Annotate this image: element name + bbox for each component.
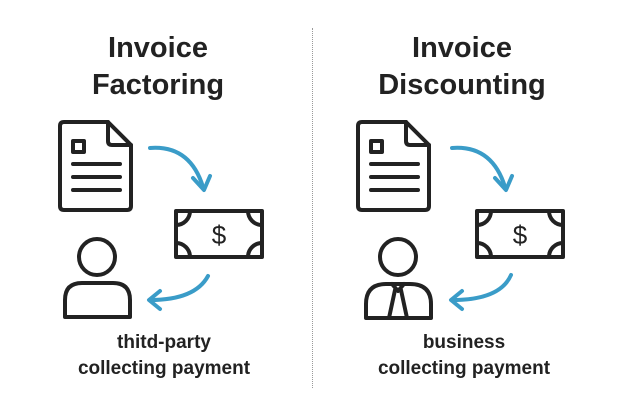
dollar-sign: $ (212, 220, 227, 250)
caption-line: collecting payment (77, 358, 251, 379)
caption-line: business (422, 332, 506, 353)
arrow-left-icon (147, 274, 210, 311)
dollar-sign: $ (513, 220, 528, 250)
arrow-right-icon (148, 145, 212, 192)
businessperson-icon (364, 237, 433, 320)
caption-line: thitd-party (117, 332, 211, 353)
title-line: Invoice (108, 32, 208, 64)
panel-title: Invoice Discounting (312, 30, 612, 104)
document-icon (356, 120, 431, 212)
arrow-right-icon (450, 145, 514, 192)
panel-caption: business collecting payment (314, 330, 614, 382)
divider (312, 28, 313, 388)
title-line: Factoring (91, 69, 225, 101)
caption-line: collecting payment (377, 358, 551, 379)
person-icon (63, 237, 132, 319)
title-line: Invoice (412, 32, 512, 64)
money-bill-icon: $ (174, 209, 264, 259)
panel-title: Invoice Factoring (8, 30, 308, 104)
panel-caption: thitd-party collecting payment (14, 330, 314, 382)
document-icon (58, 120, 133, 212)
arrow-left-icon (449, 273, 513, 311)
title-line: Discounting (378, 69, 546, 101)
money-bill-icon: $ (475, 209, 565, 259)
